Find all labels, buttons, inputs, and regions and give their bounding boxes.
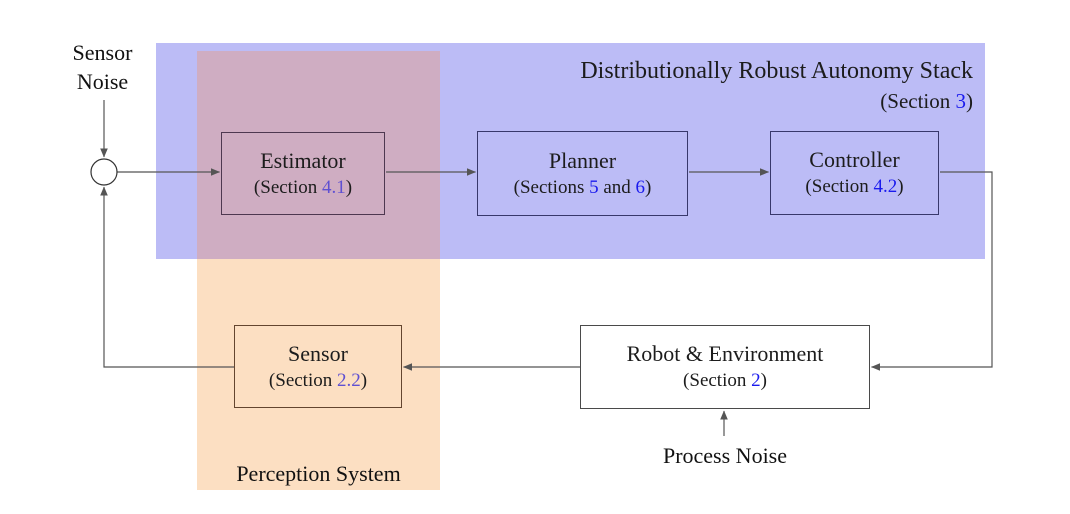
robot-environment-section-ref: (Section 2) [683,370,767,392]
autonomy-stack-section-ref: (Section 3) [880,88,973,113]
section-3-link: 3 [955,88,967,113]
planner-block: Planner (Sections 5 and 6) [477,131,688,216]
controller-block: Controller (Section 4.2) [770,131,939,215]
summing-junction-circle [90,158,118,186]
robot-environment-block: Robot & Environment (Section 2) [580,325,870,409]
estimator-block: Estimator (Section 4.1) [221,132,385,215]
controller-label: Controller [809,147,900,173]
robot-environment-label: Robot & Environment [626,341,824,367]
section-5-link: 5 [589,176,599,198]
sensor-block: Sensor (Section 2.2) [234,325,402,408]
controller-section-ref: (Section 4.2) [805,176,904,198]
planner-section-ref: (Sections 5 and 6) [513,176,652,198]
autonomy-stack-title-text: Distributionally Robust Autonomy Stack [580,58,973,84]
sensor-noise-label: Sensor Noise [72,40,133,95]
sensor-section-ref: (Section 2.2) [268,369,368,391]
perception-system-label: Perception System [236,461,401,486]
section-2-2-link: 2.2 [337,369,361,391]
sensor-label: Sensor [288,340,348,366]
process-noise-label: Process Noise [662,443,788,468]
section-4-1-link: 4.1 [322,176,346,198]
planner-label: Planner [548,147,617,173]
section-6-link: 6 [635,176,646,198]
estimator-section-ref: (Section 4.1) [253,176,353,198]
estimator-label: Estimator [260,147,346,173]
section-4-2-link: 4.2 [873,176,898,198]
region-overlap [197,51,440,259]
section-2-link: 2 [751,370,761,392]
autonomy-stack-title: Distributionally Robust Autonomy Stack (… [440,57,973,114]
